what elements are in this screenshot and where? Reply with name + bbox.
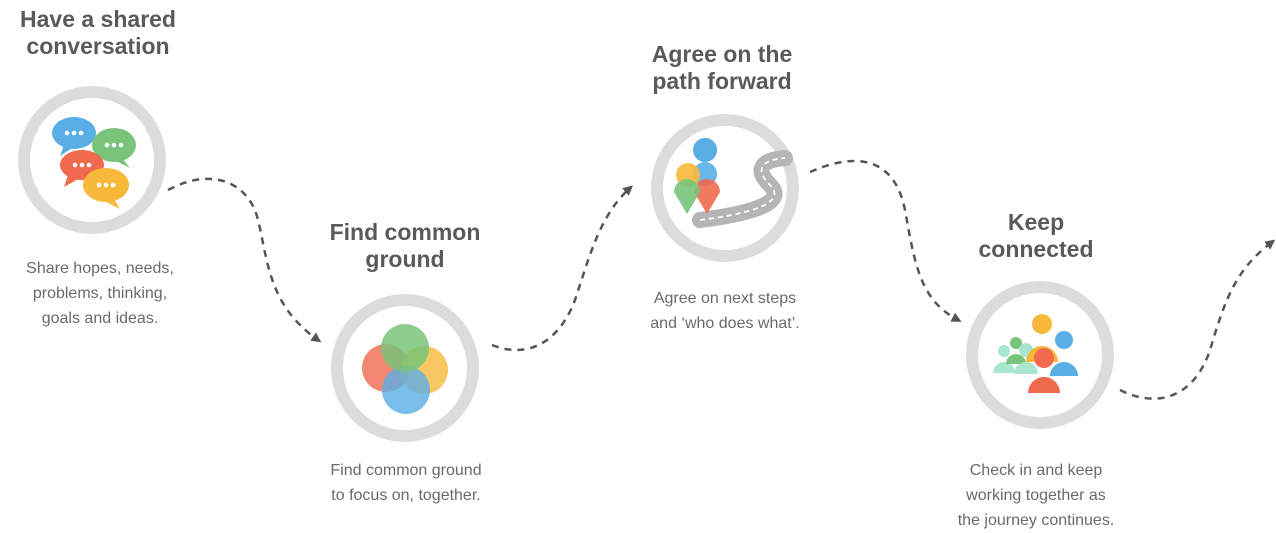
step-4-desc-line-1: Check in and keep	[969, 462, 1103, 479]
connector-arrow-2	[491, 185, 633, 352]
step-1-desc-line-2: problems, thinking,	[32, 285, 168, 302]
step-1-title: Have a shared conversation	[2, 6, 194, 60]
step-1-desc-line-1: Share hopes, needs,	[26, 260, 174, 277]
step-1-description: Share hopes, needs, problems, thinking, …	[0, 256, 200, 331]
step-2-description: Find common ground to focus on, together…	[296, 458, 516, 508]
connector-arrow-4	[1119, 239, 1276, 400]
step-3-title-line-2: path forward	[652, 68, 792, 94]
overlapping-circles-icon	[362, 324, 448, 414]
step-2-desc-line-1: Find common ground	[330, 462, 482, 479]
connector-arrow-3	[809, 159, 962, 322]
step-2-title-line-1: Find common	[329, 219, 481, 245]
step-4-title-line-2: connected	[978, 236, 1094, 262]
step-4-title-line-1: Keep	[1007, 209, 1065, 235]
road-map-pins-icon	[674, 138, 793, 228]
step-2-title: Find common ground	[303, 219, 507, 273]
step-1-title-line-1: Have a shared	[20, 6, 176, 32]
step-3-icon-ring	[651, 114, 799, 262]
step-2-desc-line-2: to focus on, together.	[331, 487, 481, 504]
people-group-icon	[993, 314, 1078, 393]
step-3-title: Agree on the path forward	[620, 41, 824, 95]
step-4-title: Keep connected	[936, 209, 1136, 263]
speech-bubbles-icon	[52, 117, 136, 209]
step-1-title-line-2: conversation	[26, 33, 170, 59]
step-1-desc-line-3: goals and ideas.	[41, 310, 159, 327]
step-4-desc-line-3: the journey continues.	[957, 512, 1115, 529]
step-4-description: Check in and keep working together as th…	[936, 458, 1136, 533]
step-3-title-line-1: Agree on the	[651, 41, 793, 67]
connector-arrow-1	[167, 177, 322, 343]
step-3-desc-line-1: Agree on next steps	[653, 290, 797, 307]
step-3-description: Agree on next steps and ‘who does what’.	[625, 286, 825, 336]
step-2-title-line-2: ground	[365, 246, 445, 272]
step-3-desc-line-2: and ‘who does what’.	[650, 315, 800, 332]
step-4-desc-line-2: working together as	[966, 487, 1106, 504]
